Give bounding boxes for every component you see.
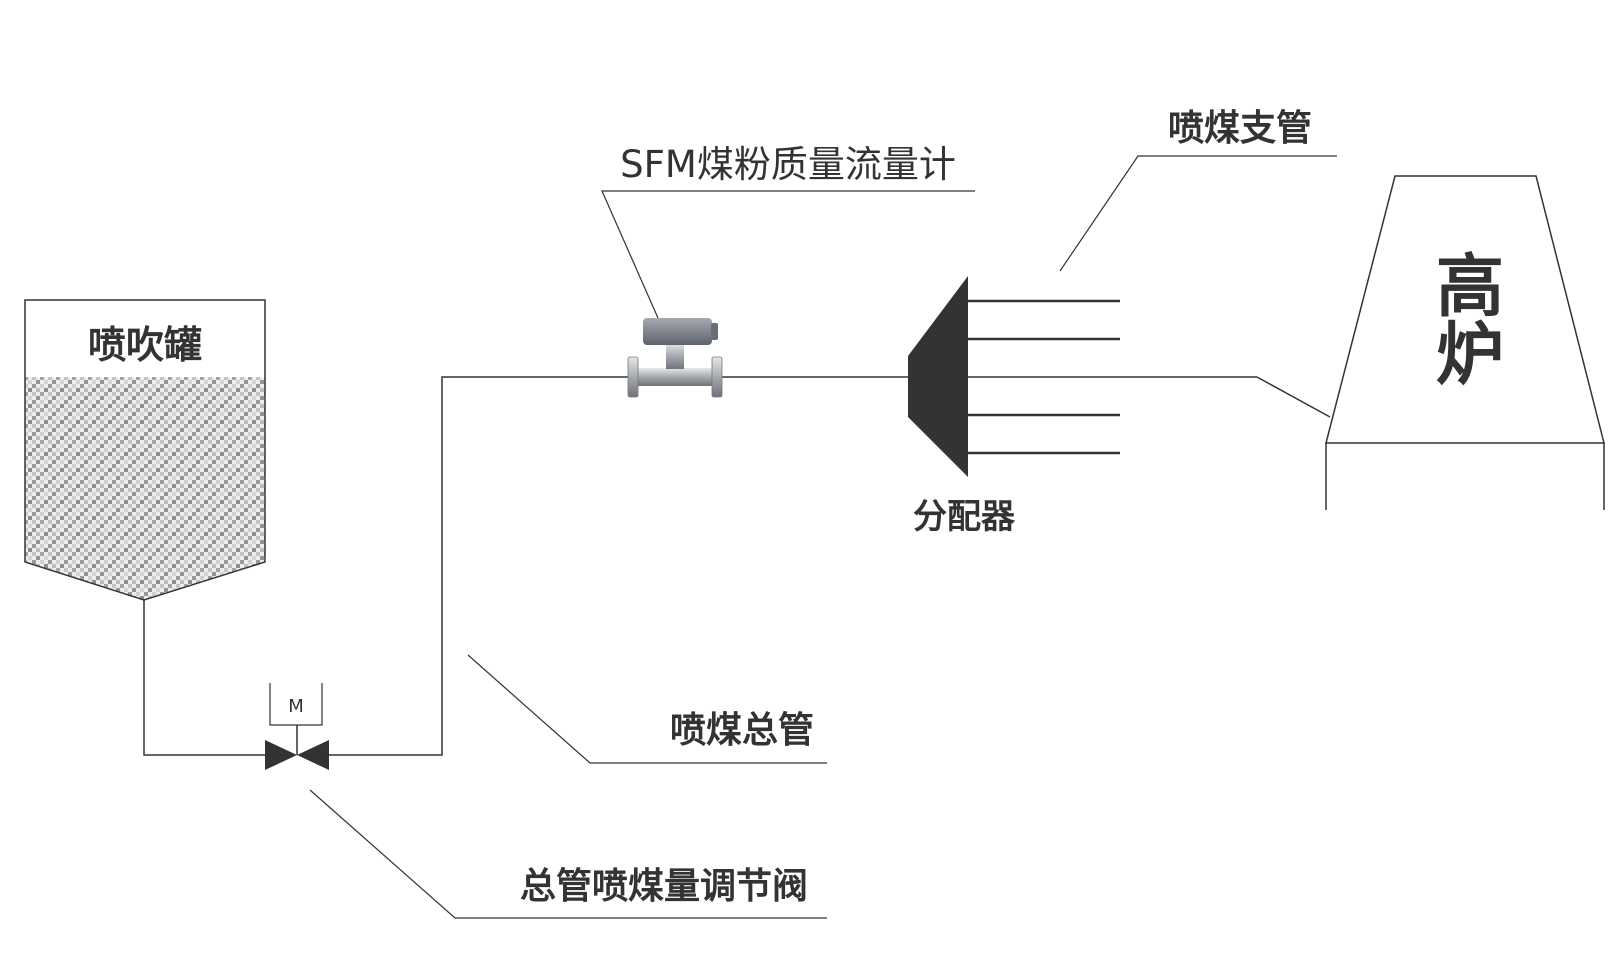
valve-label: 总管喷煤量调节阀 (520, 866, 808, 907)
flowmeter-body (643, 318, 712, 345)
flowmeter-neck (666, 343, 684, 369)
valve-leader (309, 789, 827, 919)
callout-branch-pipe: 喷煤支管 (1059, 108, 1337, 272)
flowmeter-flange-right (711, 356, 723, 398)
flowmeter-cap (711, 323, 718, 340)
regulating-valve: M (265, 683, 329, 770)
injection-tank: 喷吹罐 (24, 299, 266, 601)
valve-motor-label: M (288, 696, 304, 717)
valve-actuator-box (269, 683, 323, 726)
tank-outline (24, 299, 266, 601)
branch-pipe-label: 喷煤支管 (1168, 108, 1312, 149)
distributor-label: 分配器 (913, 497, 1016, 537)
flowmeter-pipe-section (634, 368, 716, 386)
main-pipe-leader (467, 654, 827, 764)
distributor-shape (908, 276, 968, 477)
callout-valve: 总管喷煤量调节阀 (309, 789, 827, 919)
valve-left-triangle (265, 740, 297, 770)
branch-to-furnace (1256, 376, 1331, 418)
blast-furnace: 高 炉 (1325, 175, 1605, 510)
furnace-label-top: 高 (1436, 248, 1504, 327)
tank-coal-fill (25, 377, 265, 600)
flowmeter-label: SFM煤粉质量流量计 (620, 143, 956, 186)
flowmeter-leader (601, 190, 975, 319)
valve-right-triangle (297, 740, 329, 770)
tank-outlet-pipe (143, 600, 268, 756)
distributor: 分配器 (908, 276, 1331, 537)
furnace-label-bottom: 炉 (1436, 316, 1504, 395)
callout-main-pipe: 喷煤总管 (467, 654, 827, 764)
main-pipe (326, 376, 628, 756)
tank-label: 喷吹罐 (88, 323, 202, 367)
flowmeter-icon (627, 318, 723, 398)
callout-flowmeter: SFM煤粉质量流量计 (601, 143, 975, 319)
branch-pipe-leader (1059, 155, 1337, 272)
flowmeter-flange-left (627, 356, 639, 398)
main-pipe-label: 喷煤总管 (670, 710, 814, 751)
